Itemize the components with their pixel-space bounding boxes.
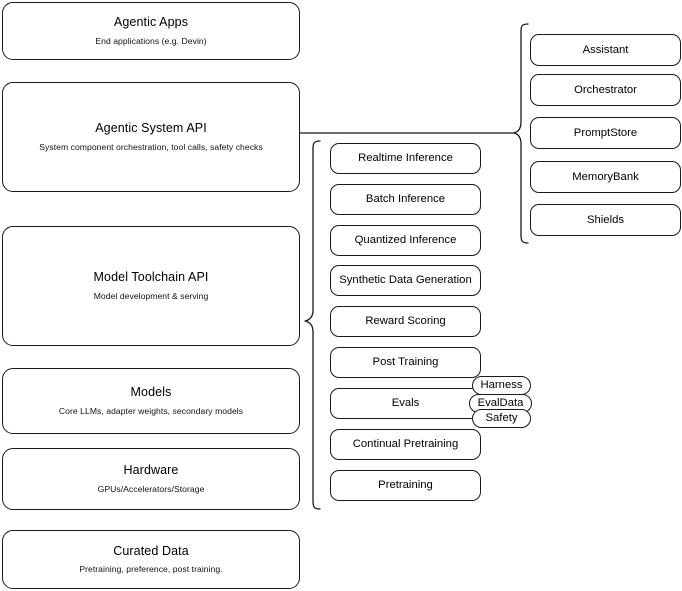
layer-title: Agentic System API	[95, 121, 207, 136]
component-reward-scoring[interactable]: Reward Scoring	[330, 306, 481, 337]
component-label: Quantized Inference	[354, 234, 457, 247]
component-orchestrator[interactable]: Orchestrator	[530, 74, 681, 106]
badge-safety[interactable]: Safety	[472, 409, 531, 428]
component-label: PromptStore	[573, 126, 638, 139]
layer-title: Model Toolchain API	[93, 270, 209, 285]
connector-system-api-to-components	[300, 126, 518, 142]
component-label: Realtime Inference	[358, 152, 453, 165]
component-label: Pretraining	[378, 479, 433, 492]
layer-subtitle: System component orchestration, tool cal…	[39, 141, 263, 152]
layer-title: Curated Data	[113, 543, 189, 558]
component-shields[interactable]: Shields	[530, 204, 681, 236]
component-label: Batch Inference	[365, 193, 446, 206]
component-label: Continual Pretraining	[352, 438, 459, 451]
component-post-training[interactable]: Post Training	[330, 347, 481, 378]
layer-subtitle: Model development & serving	[93, 290, 209, 301]
layer-subtitle: End applications (e.g. Devin)	[95, 35, 207, 46]
component-label: Synthetic Data Generation	[339, 274, 472, 287]
layer-models[interactable]: Models Core LLMs, adapter weights, secon…	[2, 368, 300, 434]
component-label: Reward Scoring	[365, 315, 446, 328]
component-assistant[interactable]: Assistant	[530, 34, 681, 66]
brace-toolchain-components	[302, 138, 324, 518]
badge-label: EvalData	[477, 396, 524, 409]
component-realtime-inference[interactable]: Realtime Inference	[330, 143, 481, 174]
component-label: Shields	[586, 213, 625, 226]
layer-model-toolchain-api[interactable]: Model Toolchain API Model development & …	[2, 226, 300, 346]
layer-curated-data[interactable]: Curated Data Pretraining, preference, po…	[2, 530, 300, 589]
layer-agentic-system-api[interactable]: Agentic System API System component orch…	[2, 82, 300, 192]
component-pretraining[interactable]: Pretraining	[330, 470, 481, 501]
brace-system-components	[512, 22, 532, 246]
layer-subtitle: Core LLMs, adapter weights, secondary mo…	[58, 405, 244, 416]
component-label: Evals	[391, 397, 420, 410]
component-label: Assistant	[582, 43, 629, 56]
layer-subtitle: Pretraining, preference, post training.	[79, 564, 223, 575]
badge-label: Safety	[485, 411, 518, 424]
component-quantized-inference[interactable]: Quantized Inference	[330, 225, 481, 256]
layer-agentic-apps[interactable]: Agentic Apps End applications (e.g. Devi…	[2, 2, 300, 60]
component-label: MemoryBank	[572, 170, 639, 183]
component-synthetic-data-generation[interactable]: Synthetic Data Generation	[330, 265, 481, 296]
component-label: Post Training	[372, 356, 439, 369]
layer-title: Hardware	[123, 463, 179, 478]
layer-title: Agentic Apps	[113, 15, 189, 30]
layer-title: Models	[130, 385, 172, 400]
layer-hardware[interactable]: Hardware GPUs/Accelerators/Storage	[2, 448, 300, 510]
component-label: Orchestrator	[574, 83, 637, 96]
component-evals[interactable]: Evals	[330, 388, 481, 419]
component-continual-pretraining[interactable]: Continual Pretraining	[330, 429, 481, 460]
layer-subtitle: GPUs/Accelerators/Storage	[97, 483, 205, 494]
component-promptstore[interactable]: PromptStore	[530, 117, 681, 149]
badge-harness[interactable]: Harness	[472, 376, 531, 395]
component-memorybank[interactable]: MemoryBank	[530, 161, 681, 193]
component-batch-inference[interactable]: Batch Inference	[330, 184, 481, 215]
badge-label: Harness	[480, 378, 523, 391]
